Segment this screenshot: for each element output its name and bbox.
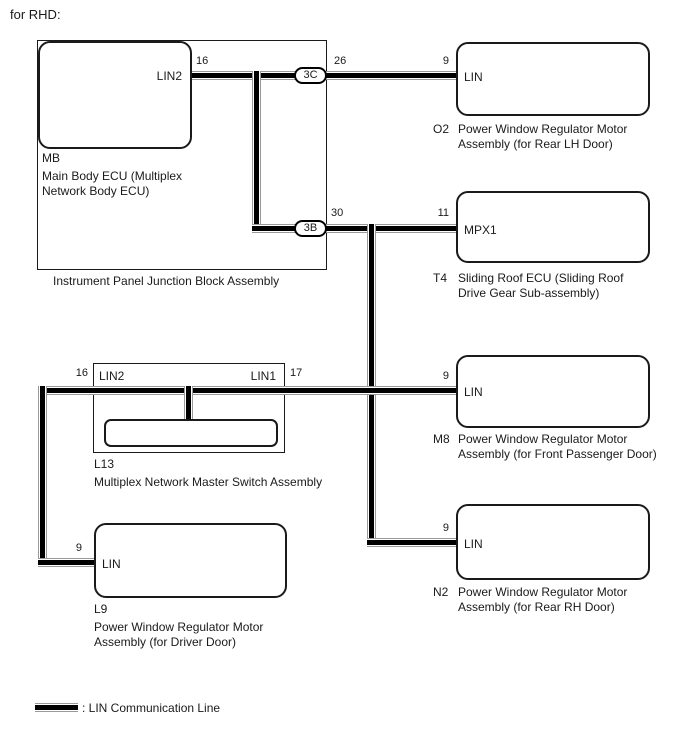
- t4-caption: T4 Sliding Roof ECU (Sliding Roof Drive …: [433, 271, 623, 301]
- m8-caption: M8 Power Window Regulator Motor Assembly…: [433, 432, 657, 462]
- t4-pin-label: MPX1: [464, 223, 497, 237]
- l9-box: LIN: [94, 523, 287, 598]
- legend-label: : LIN Communication Line: [82, 701, 221, 715]
- wire-junction: [369, 226, 374, 231]
- t4-name: Sliding Roof ECU (Sliding Roof Drive Gea…: [458, 271, 624, 300]
- o2-name: Power Window Regulator Motor Assembly (f…: [458, 122, 628, 151]
- pin-number-m8-lin: 9: [442, 370, 449, 382]
- n2-box: LIN: [456, 504, 650, 580]
- t4-code: T4: [433, 271, 448, 285]
- pin-number-3b-out: 30: [331, 207, 344, 219]
- l13-pin-lin2-label: LIN2: [99, 369, 125, 383]
- o2-pin-label: LIN: [464, 70, 483, 84]
- o2-caption: O2 Power Window Regulator Motor Assembly…: [433, 122, 627, 152]
- wire-branch-to-3b: [252, 71, 261, 233]
- t4-box: MPX1: [456, 191, 650, 263]
- n2-name: Power Window Regulator Motor Assembly (f…: [458, 585, 628, 614]
- pin-number-mb-lin2: 16: [196, 55, 209, 67]
- l13-inner-module-box: [104, 419, 278, 447]
- m8-pin-label: LIN: [464, 385, 483, 399]
- wire-corner: [40, 560, 45, 565]
- n2-pin-label: LIN: [464, 537, 483, 551]
- wire-trunk-vertical: [367, 224, 376, 547]
- connector-3b: 3B: [294, 220, 327, 237]
- wire-l13-internal-stub: [184, 386, 193, 419]
- wire-junction: [254, 73, 259, 78]
- l13-code: L13: [94, 457, 115, 471]
- wire-l13-to-m8: [38, 386, 456, 395]
- legend-lin-line-swatch: [35, 703, 78, 712]
- mb-name: Main Body ECU (Multiplex Network Body EC…: [42, 169, 183, 198]
- wire-corner: [40, 388, 45, 393]
- wire-left-vertical: [38, 386, 47, 567]
- l13-box: LIN2 LIN1: [93, 363, 285, 453]
- junction-block-caption: Instrument Panel Junction Block Assembly: [53, 274, 280, 288]
- n2-code: N2: [433, 585, 449, 599]
- m8-code: M8: [433, 432, 450, 446]
- diagram-variant-heading: for RHD:: [10, 7, 61, 22]
- connector-3c-label: 3C: [303, 69, 318, 81]
- l13-caption: L13 Multiplex Network Master Switch Asse…: [94, 457, 322, 490]
- wire-corner: [369, 540, 374, 545]
- o2-code: O2: [433, 122, 450, 136]
- wire-junction: [369, 388, 374, 393]
- pin-number-o2-lin: 9: [442, 55, 449, 67]
- mb-caption: MB Main Body ECU (Multiplex Network Body…: [42, 151, 182, 199]
- connector-3b-label: 3B: [303, 222, 318, 234]
- connector-3c: 3C: [294, 67, 327, 84]
- m8-name: Power Window Regulator Motor Assembly (f…: [458, 432, 657, 461]
- n2-caption: N2 Power Window Regulator Motor Assembly…: [433, 585, 627, 615]
- wire-to-n2: [367, 538, 456, 547]
- l9-name: Power Window Regulator Motor Assembly (f…: [94, 620, 264, 649]
- pin-number-l13-lin2: 16: [75, 367, 88, 379]
- mb-pin-label: LIN2: [156, 69, 182, 83]
- wire-to-l9: [38, 558, 94, 567]
- pin-number-l13-lin1: 17: [290, 367, 303, 379]
- mb-code: MB: [42, 151, 60, 165]
- o2-box: LIN: [456, 42, 650, 116]
- l13-pin-lin1-label: LIN1: [250, 369, 276, 383]
- mb-ecu-box: LIN2: [38, 41, 192, 149]
- junction-block-box: [37, 40, 327, 270]
- wire-3b-to-t4: [252, 224, 456, 233]
- wire-junction: [186, 388, 191, 393]
- l9-pin-label: LIN: [102, 557, 121, 571]
- l13-name: Multiplex Network Master Switch Assembly: [94, 475, 323, 489]
- pin-number-l9-lin: 9: [75, 542, 82, 554]
- pin-number-t4-mpx1: 11: [437, 207, 449, 219]
- l9-code: L9: [94, 602, 108, 616]
- m8-box: LIN: [456, 355, 650, 428]
- pin-number-n2-lin: 9: [442, 522, 449, 534]
- wire-corner: [254, 226, 259, 231]
- pin-number-3c-out: 26: [334, 55, 347, 67]
- l9-caption: L9 Power Window Regulator Motor Assembly…: [94, 602, 263, 650]
